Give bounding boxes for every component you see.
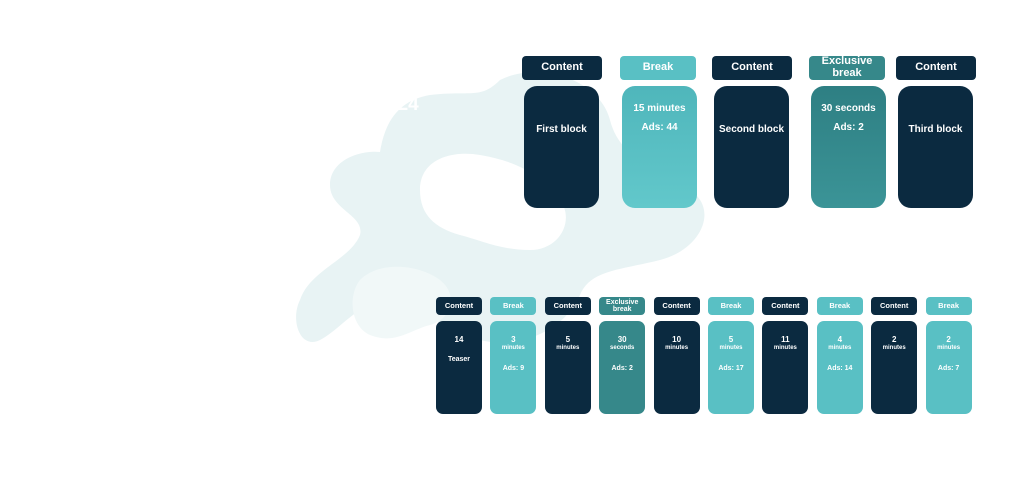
small-block-6-value: 5: [728, 335, 734, 344]
background-ghost-year: 024: [387, 94, 419, 115]
small-block-3-header: Content: [544, 297, 591, 315]
large-block-5-header: Content: [896, 56, 976, 80]
large-block-1-label: First block: [536, 124, 587, 135]
small-block-3-unit: minutes: [556, 345, 580, 351]
small-block-9-unit: minutes: [882, 345, 906, 351]
small-block-9-header: Content: [871, 297, 918, 315]
small-block-10-unit: minutes: [937, 345, 961, 351]
small-block-8-header: Break: [816, 297, 863, 315]
small-block-8-extra: Ads: 14: [827, 365, 853, 372]
small-block-6-header: Break: [708, 297, 754, 315]
large-block-5-label: Third block: [908, 124, 963, 135]
large-block-1-header: Content: [522, 56, 602, 80]
small-block-9-value: 2: [891, 335, 897, 344]
large-block-3: Second block: [714, 86, 789, 208]
small-block-5-value: 10: [672, 335, 682, 344]
small-block-6-extra: Ads: 17: [718, 365, 744, 372]
small-block-1-header: Content: [436, 297, 482, 315]
large-block-2-line-1: 15 minutes: [633, 103, 686, 114]
small-block-5-header: Content: [653, 297, 700, 315]
large-block-3-header: Content: [712, 56, 792, 80]
large-block-2-header: Break: [620, 56, 696, 80]
small-block-8-value: 4: [837, 335, 843, 344]
large-block-4-line-1: 30 seconds: [821, 103, 876, 114]
small-block-5-unit: minutes: [665, 345, 689, 351]
background-ghost-char: o: [374, 135, 382, 150]
small-block-1-value: 14: [454, 335, 464, 344]
small-block-2-value: 3: [511, 335, 516, 344]
small-block-7-value: 11: [781, 335, 790, 344]
small-block-1-extra: Teaser: [447, 356, 471, 363]
small-block-3-value: 5: [565, 335, 571, 344]
small-block-4-header: Exclusive break: [599, 297, 646, 315]
small-block-7-unit: minutes: [773, 345, 797, 351]
small-block-6-unit: minutes: [719, 345, 743, 351]
large-block-2-line-2: Ads: 44: [641, 122, 678, 133]
small-block-2-header: Break: [490, 297, 537, 315]
large-block-5: Third block: [898, 86, 973, 208]
small-block-4-extra: Ads: 2: [611, 365, 633, 372]
small-block-2-extra: Ads: 9: [502, 365, 525, 372]
small-block-10-extra: Ads: 7: [937, 365, 960, 372]
small-block-4-unit: seconds: [610, 345, 635, 351]
large-block-4-header: Exclusive break: [809, 56, 885, 80]
small-block-7-header: Content: [762, 297, 809, 315]
small-block-2-unit: minutes: [501, 345, 525, 351]
large-block-1: First block: [524, 86, 599, 208]
large-block-4-line-2: Ads: 2: [833, 122, 864, 133]
small-block-8-unit: minutes: [828, 345, 852, 351]
large-block-3-label: Second block: [718, 124, 784, 135]
small-block-10-header: Break: [925, 297, 972, 315]
small-block-10-value: 2: [946, 335, 951, 344]
small-block-4-value: 30: [617, 335, 627, 344]
